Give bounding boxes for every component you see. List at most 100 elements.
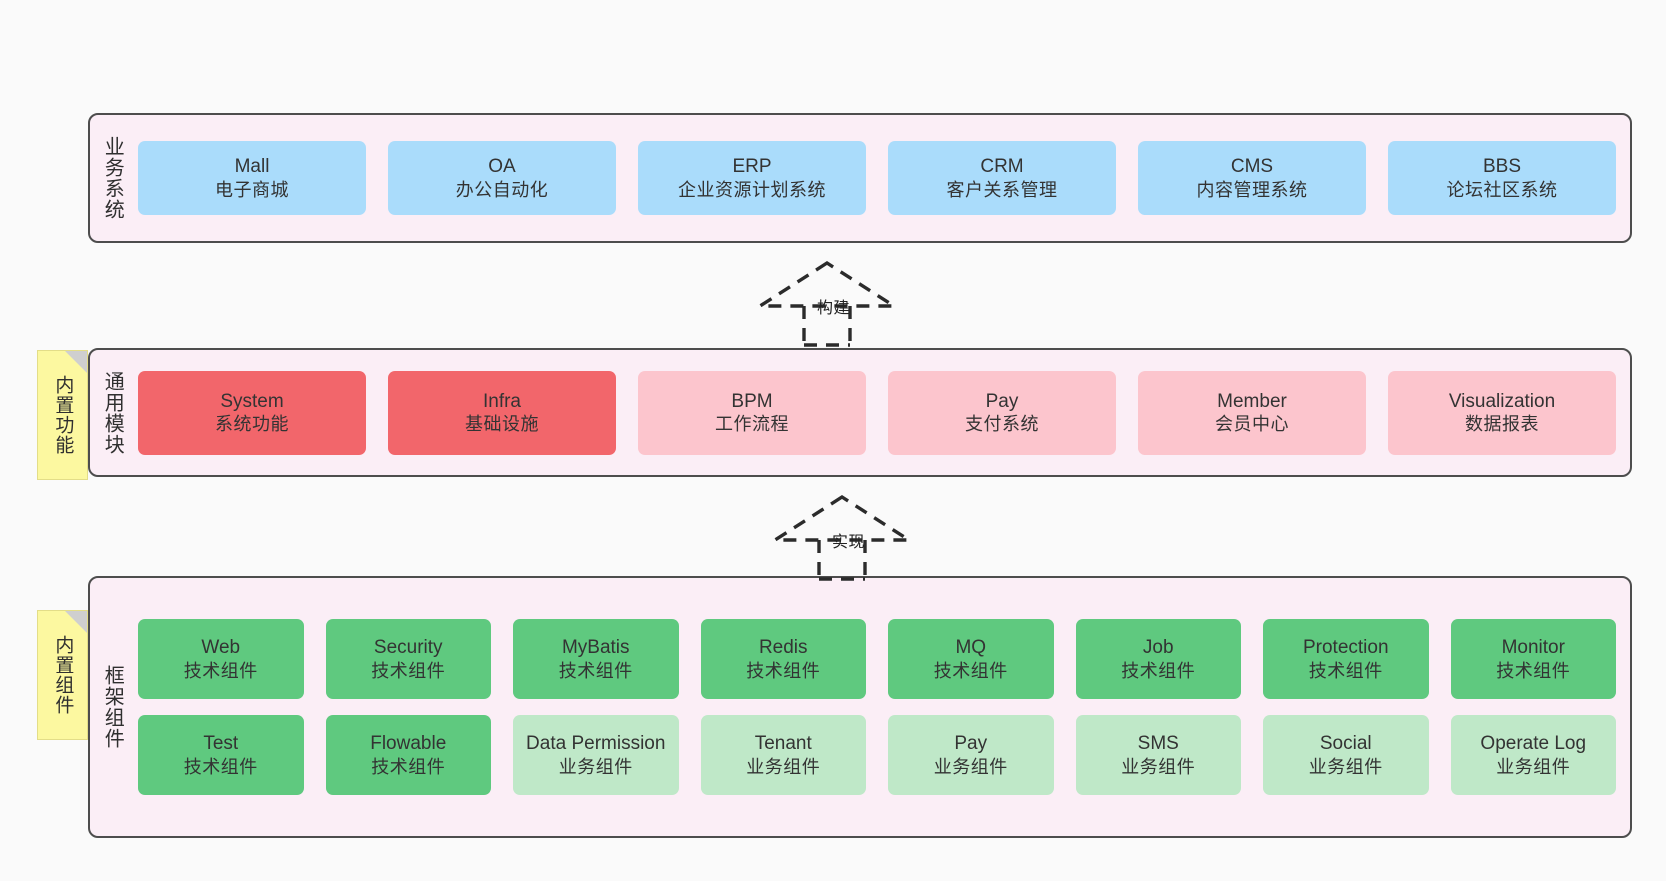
- card-title-en: MyBatis: [561, 637, 630, 659]
- card-title-cn: 数据报表: [1465, 414, 1539, 435]
- card-title-cn: 客户关系管理: [946, 179, 1058, 200]
- card-title-cn: 技术组件: [371, 660, 446, 681]
- card-tenant[interactable]: Tenant 业务组件: [700, 715, 866, 795]
- card-pay[interactable]: Pay 支付系统: [888, 370, 1116, 455]
- card-title-en: Infra: [482, 390, 522, 412]
- card-title-cn: 办公自动化: [455, 179, 549, 200]
- card-crm[interactable]: CRM 客户关系管理: [888, 141, 1116, 215]
- card-title-cn: 会员中心: [1215, 414, 1289, 435]
- card-flowable[interactable]: Flowable 技术组件: [325, 715, 491, 795]
- card-title-cn: 技术组件: [1308, 660, 1383, 681]
- layer-title-common-modules: 通用模块: [101, 370, 124, 455]
- card-title-cn: 业务组件: [1121, 756, 1196, 777]
- card-title-en: Visualization: [1448, 390, 1556, 412]
- card-redis[interactable]: Redis 技术组件: [700, 619, 866, 699]
- card-title-en: SMS: [1137, 733, 1179, 755]
- card-title-cn: 技术组件: [933, 660, 1008, 681]
- card-test[interactable]: Test 技术组件: [138, 715, 304, 795]
- card-title-en: Redis: [758, 637, 808, 659]
- connector-build: 构建: [754, 258, 905, 348]
- card-title-en: Mall: [234, 156, 270, 178]
- card-title-cn: 企业资源计划系统: [678, 179, 826, 200]
- layer-body-framework-components: Web 技术组件 Security 技术组件 MyBatis 技术组件 Redi…: [134, 578, 1630, 836]
- card-title-en: Pay: [954, 733, 988, 755]
- card-title-cn: 技术组件: [1121, 660, 1196, 681]
- connector-implement-label: 实现: [832, 534, 866, 551]
- layer-body-common-modules: System 系统功能 Infra 基础设施 BPM 工作流程 Pay 支付系统…: [134, 350, 1630, 475]
- card-sms[interactable]: SMS 业务组件: [1075, 715, 1241, 795]
- card-bbs[interactable]: BBS 论坛社区系统: [1388, 141, 1616, 215]
- note-builtin-features: 内置功能: [37, 350, 88, 480]
- card-title-cn: 技术组件: [746, 660, 821, 681]
- card-title-cn: 业务组件: [1496, 756, 1571, 777]
- card-monitor[interactable]: Monitor 技术组件: [1450, 619, 1616, 699]
- card-web[interactable]: Web 技术组件: [138, 619, 304, 699]
- card-title-cn: 业务组件: [933, 756, 1008, 777]
- card-erp[interactable]: ERP 企业资源计划系统: [638, 141, 866, 215]
- card-social[interactable]: Social 业务组件: [1263, 715, 1429, 795]
- connector-implement: 实现: [769, 492, 920, 582]
- card-title-en: Test: [203, 733, 239, 755]
- card-title-en: Security: [373, 637, 443, 659]
- card-title-cn: 电子商城: [215, 179, 289, 200]
- card-member[interactable]: Member 会员中心: [1138, 370, 1366, 455]
- card-mq[interactable]: MQ 技术组件: [888, 619, 1054, 699]
- card-title-en: Web: [201, 637, 241, 659]
- connector-implement-arrow: [769, 494, 915, 581]
- card-title-en: BBS: [1482, 156, 1522, 178]
- card-title-cn: 工作流程: [715, 414, 789, 435]
- card-system[interactable]: System 系统功能: [138, 370, 366, 455]
- card-title-en: Protection: [1302, 637, 1389, 659]
- card-title-cn: 技术组件: [183, 756, 258, 777]
- card-title-en: Monitor: [1501, 637, 1565, 659]
- card-row: System 系统功能 Infra 基础设施 BPM 工作流程 Pay 支付系统…: [138, 370, 1616, 455]
- card-mall[interactable]: Mall 电子商城: [138, 141, 366, 215]
- card-title-en: CMS: [1230, 156, 1274, 178]
- layer-title-framework-components: 框架组件: [101, 665, 124, 749]
- note-builtin-components: 内置组件: [37, 610, 88, 740]
- card-title-cn: 技术组件: [1496, 660, 1571, 681]
- card-title-en: BPM: [731, 390, 773, 412]
- layer-title-business: 业务系统: [101, 136, 124, 220]
- card-row: Test 技术组件 Flowable 技术组件 Data Permission …: [138, 715, 1616, 795]
- card-operate-log[interactable]: Operate Log 业务组件: [1450, 715, 1616, 795]
- card-protection[interactable]: Protection 技术组件: [1263, 619, 1429, 699]
- card-title-en: Data Permission: [526, 733, 666, 755]
- card-title-en: Social: [1319, 733, 1372, 755]
- card-title-en: Member: [1217, 390, 1287, 412]
- card-bpm[interactable]: BPM 工作流程: [638, 370, 866, 455]
- card-title-cn: 内容管理系统: [1196, 179, 1308, 200]
- connector-build-arrow: [754, 260, 900, 347]
- connector-build-label: 构建: [817, 300, 851, 317]
- card-infra[interactable]: Infra 基础设施: [388, 370, 616, 455]
- card-title-cn: 论坛社区系统: [1446, 179, 1558, 200]
- card-title-en: Job: [1142, 637, 1174, 659]
- card-title-cn: 技术组件: [558, 660, 633, 681]
- layer-common-modules: 通用模块 System 系统功能 Infra 基础设施 BPM 工作流程 Pay…: [88, 348, 1632, 477]
- card-title-en: Tenant: [754, 733, 812, 755]
- card-title-cn: 技术组件: [371, 756, 446, 777]
- card-title-cn: 基础设施: [465, 414, 539, 435]
- card-row: Web 技术组件 Security 技术组件 MyBatis 技术组件 Redi…: [138, 619, 1616, 699]
- note-fold-corner-icon: [65, 351, 87, 373]
- layer-body-business: Mall 电子商城 OA 办公自动化 ERP 企业资源计划系统 CRM 客户关系…: [134, 115, 1630, 241]
- card-title-en: MQ: [955, 637, 987, 659]
- card-title-cn: 支付系统: [965, 414, 1039, 435]
- card-title-en: Operate Log: [1480, 733, 1587, 755]
- card-title-en: Pay: [985, 390, 1019, 412]
- card-data-permission[interactable]: Data Permission 业务组件: [513, 715, 679, 795]
- card-mybatis[interactable]: MyBatis 技术组件: [513, 619, 679, 699]
- card-title-en: ERP: [732, 156, 772, 178]
- card-cms[interactable]: CMS 内容管理系统: [1138, 141, 1366, 215]
- card-job[interactable]: Job 技术组件: [1075, 619, 1241, 699]
- layer-business-systems: 业务系统 Mall 电子商城 OA 办公自动化 ERP 企业资源计划系统 CRM…: [88, 113, 1632, 243]
- card-oa[interactable]: OA 办公自动化: [388, 141, 616, 215]
- card-security[interactable]: Security 技术组件: [325, 619, 491, 699]
- card-title-cn: 系统功能: [215, 414, 289, 435]
- card-visualization[interactable]: Visualization 数据报表: [1388, 370, 1616, 455]
- note-label: 内置组件: [52, 635, 74, 715]
- card-pay-business[interactable]: Pay 业务组件: [888, 715, 1054, 795]
- card-title-en: Flowable: [370, 733, 447, 755]
- note-fold-corner-icon: [65, 611, 87, 633]
